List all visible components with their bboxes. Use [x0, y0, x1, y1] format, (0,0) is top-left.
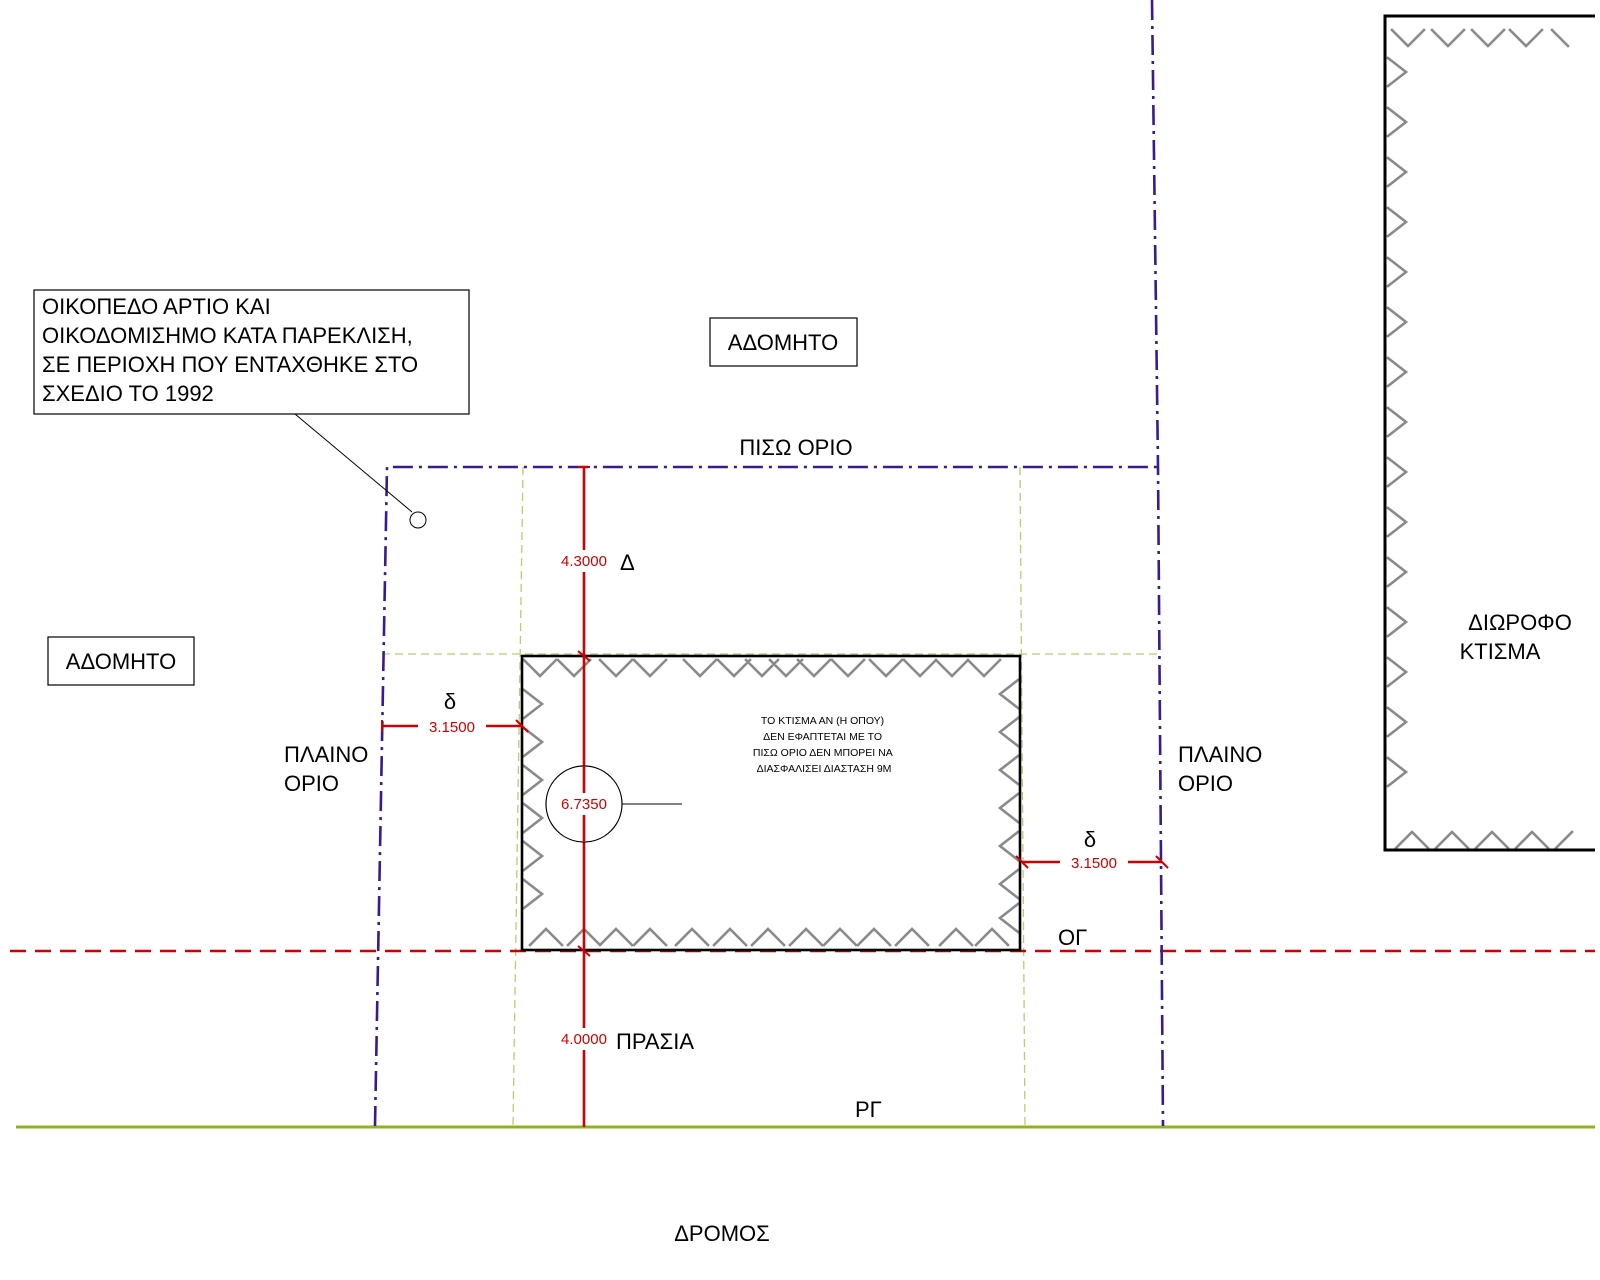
rear-setback-symbol: Δ — [620, 550, 635, 575]
left-setback-guide — [512, 466, 524, 1127]
neighbor-building-label-1: ΔΙΩΡΟΦΟ — [1468, 610, 1572, 635]
building-note: ΤΟ ΚΤΙΣΜΑ ΑΝ (Η ΟΠΟΥ) ΔΕΝ ΕΦΑΠΤΕΤΑΙ ΜΕ Τ… — [753, 715, 895, 775]
dimension-tick — [515, 719, 529, 733]
building-depth-dimension: 6.7350 — [561, 796, 607, 813]
note-text: ΟΙΚΟΠΕΔΟ ΑΡΤΙΟ ΚΑΙ ΟΙΚΟΔΟΜΙΣΗΜΟ ΚΑΤΑ ΠΑΡ… — [42, 294, 424, 406]
side-left-dimension: 3.1500 — [429, 719, 475, 736]
unbuilt-left-box — [47, 636, 195, 686]
front-setback-dimension: 4.0000 — [561, 1031, 607, 1048]
side-right-dimension: 3.1500 — [1071, 855, 1117, 872]
note-line: ΣΧΕΔΙΟ ΤΟ 1992 — [42, 381, 214, 406]
building-line-label: ΟΓ — [1058, 925, 1087, 950]
side-right-symbol: δ — [1084, 827, 1096, 852]
dimension-tick — [577, 945, 591, 957]
side-boundary-left-label-2: ΟΡΙΟ — [284, 771, 339, 796]
side-boundary-right-label-2: ΟΡΙΟ — [1178, 771, 1233, 796]
dimension-bg — [1060, 852, 1128, 872]
right-setback-guide — [1019, 466, 1026, 1127]
dimension-bg — [552, 793, 616, 815]
note-line: ΟΙΚΟΔΟΜΙΣΗΜΟ ΚΑΤΑ ΠΑΡΕΚΛΙΣΗ, — [42, 323, 413, 348]
dimension-tick — [577, 650, 591, 662]
building-note-line: ΔΕΝ ΕΦΑΠΤΕΤΑΙ ΜΕ ΤΟ — [763, 731, 882, 743]
note-leader — [294, 413, 413, 513]
plot-boundary — [373, 0, 1165, 1127]
dimension-bg — [550, 550, 618, 572]
note-leader-marker — [409, 511, 427, 529]
dimension-bg — [550, 1028, 618, 1050]
road-label: ΔΡΟΜΟΣ — [674, 1221, 770, 1246]
unbuilt-left-label: ΑΔΟΜΗΤΟ — [66, 649, 176, 674]
dimension-tick — [1015, 855, 1029, 869]
neighbor-hatch — [1386, 28, 1574, 850]
building-note-line: ΤΟ ΚΤΙΣΜΑ ΑΝ (Η ΟΠΟΥ) — [761, 715, 884, 727]
note-line: ΟΙΚΟΠΕΔΟ ΑΡΤΙΟ ΚΑΙ — [42, 294, 271, 319]
building-outline — [520, 654, 1022, 952]
side-left-symbol: δ — [444, 689, 456, 714]
note-line: ΣΕ ΠΕΡΙΟΧΗ ΠΟΥ ΕΝΤΑΧΘΗΚΕ ΣΤΟ — [42, 352, 418, 377]
neighbor-building-outline — [1383, 14, 1595, 852]
rear-boundary-label: ΠΙΣΩ ΟΡΙΟ — [739, 435, 852, 460]
dimension-tick — [1155, 855, 1169, 869]
building-note-line: ΔΙΑΣΦΑΛΙΣΕΙ ΔΙΑΣΤΑΣΗ 9Μ — [757, 763, 892, 775]
side-boundary-left-label-1: ΠΛΑΙΝΟ — [284, 742, 368, 767]
dimension-bg — [418, 716, 486, 736]
plot-boundary-left-rear — [373, 465, 1158, 1127]
front-setback-label: ΠΡΑΣΙΑ — [616, 1029, 694, 1054]
plot-boundary-right — [1150, 0, 1165, 1127]
unbuilt-top-label: ΑΔΟΜΗΤΟ — [728, 330, 838, 355]
neighbor-building-label-2: ΚΤΙΣΜΑ — [1460, 639, 1541, 664]
rear-setback-dimension: 4.3000 — [561, 553, 607, 570]
building-note-line: ΠΙΣΩ ΟΡΙΟ ΔΕΝ ΜΠΟΡΕΙ ΝΑ — [753, 747, 893, 759]
unbuilt-top-box — [709, 317, 858, 367]
setback-guides — [382, 466, 1162, 1127]
note-box — [33, 289, 470, 415]
street-line-label: ΡΓ — [855, 1097, 882, 1122]
side-boundary-right-label-1: ΠΛΑΙΝΟ — [1178, 742, 1262, 767]
building-hatch — [522, 658, 1020, 947]
